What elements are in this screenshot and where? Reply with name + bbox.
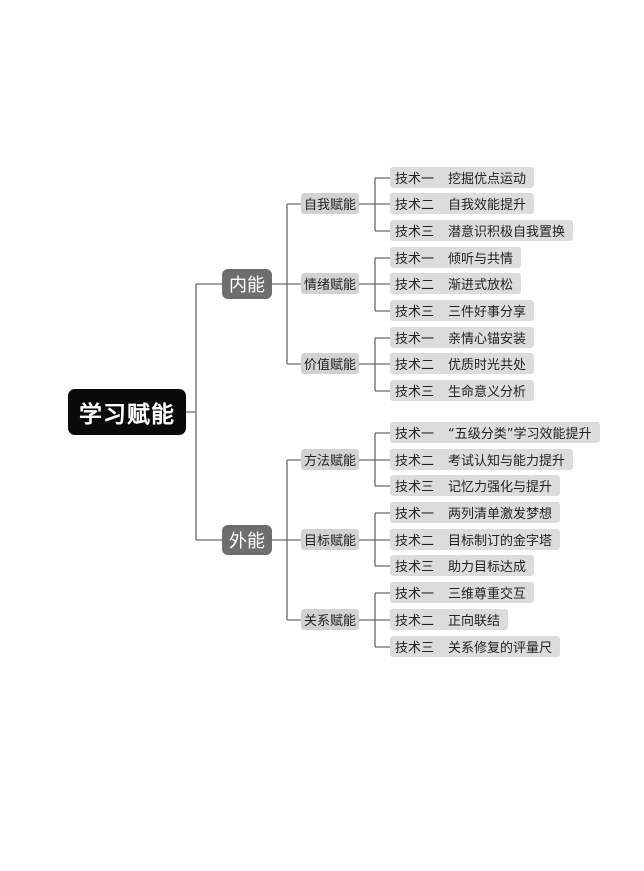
leaf-technique: 技术一三维尊重交互 xyxy=(390,582,535,603)
leaf-technique-number: 技术二 xyxy=(395,454,435,469)
leaf-technique-number: 技术三 xyxy=(395,641,435,656)
leaf-technique: 技术一倾听与共情 xyxy=(390,247,522,268)
leaf-technique-number: 技术三 xyxy=(395,560,435,575)
leaf-technique-number: 技术一 xyxy=(395,427,435,442)
leaf-technique: 技术三生命意义分析 xyxy=(390,380,535,401)
leaf-technique-text: 三维尊重交互 xyxy=(448,587,527,602)
branch-outer-energy: 外能 xyxy=(222,525,272,555)
leaf-technique-text: 优质时光共处 xyxy=(448,358,527,373)
leaf-technique-text: 自我效能提升 xyxy=(448,198,527,213)
leaf-technique-number: 技术一 xyxy=(395,172,435,187)
sub-value-empowerment: 价值赋能 xyxy=(301,353,359,374)
leaf-technique-number: 技术三 xyxy=(395,305,435,320)
leaf-technique-text: 关系修复的评量尺 xyxy=(448,641,553,656)
connector-line xyxy=(272,459,301,621)
leaf-technique: 技术二正向联结 xyxy=(390,609,509,630)
sub-method-empowerment: 方法赋能 xyxy=(301,449,359,470)
leaf-technique-text: 正向联结 xyxy=(448,614,501,629)
connector-line xyxy=(359,337,390,392)
leaf-technique-number: 技术一 xyxy=(395,332,435,347)
leaf-technique-number: 技术二 xyxy=(395,278,435,293)
leaf-technique-text: 三件好事分享 xyxy=(448,305,527,320)
leaf-technique: 技术二自我效能提升 xyxy=(390,193,535,214)
leaf-technique: 技术二渐进式放松 xyxy=(390,273,522,294)
root-node-learning-empowerment: 学习赋能 xyxy=(68,389,186,435)
leaf-technique: 技术三助力目标达成 xyxy=(390,555,535,576)
leaf-technique: 技术一两列清单激发梦想 xyxy=(390,502,561,523)
sub-emotion-empowerment: 情绪赋能 xyxy=(301,273,359,294)
leaf-technique: 技术二考试认知与能力提升 xyxy=(390,449,574,470)
leaf-technique-number: 技术二 xyxy=(395,358,435,373)
leaf-technique: 技术二优质时光共处 xyxy=(390,353,535,374)
leaf-technique-text: 两列清单激发梦想 xyxy=(448,507,553,522)
leaf-technique-number: 技术一 xyxy=(395,587,435,602)
leaf-technique-text: 渐进式放松 xyxy=(448,278,514,293)
leaf-technique: 技术一挖掘优点运动 xyxy=(390,167,535,188)
leaf-technique-number: 技术二 xyxy=(395,534,435,549)
leaf-technique-number: 技术三 xyxy=(395,225,435,240)
leaf-technique-text: 助力目标达成 xyxy=(448,560,527,575)
leaf-technique-text: 考试认知与能力提升 xyxy=(448,454,566,469)
connector-line xyxy=(272,203,301,365)
branch-inner-energy: 内能 xyxy=(222,269,272,299)
sub-self-empowerment: 自我赋能 xyxy=(301,193,359,214)
leaf-technique-text: 挖掘优点运动 xyxy=(448,172,527,187)
leaf-technique-number: 技术二 xyxy=(395,198,435,213)
connector-line xyxy=(359,512,390,567)
leaf-technique-number: 技术二 xyxy=(395,614,435,629)
leaf-technique: 技术三关系修复的评量尺 xyxy=(390,636,561,657)
connector-line xyxy=(359,592,390,648)
connector-line xyxy=(359,177,390,232)
leaf-technique-text: 倾听与共情 xyxy=(448,252,514,267)
connector-line xyxy=(359,257,390,312)
leaf-technique-number: 技术三 xyxy=(395,480,435,495)
leaf-technique-number: 技术一 xyxy=(395,507,435,522)
leaf-technique: 技术二目标制订的金字塔 xyxy=(390,529,561,550)
leaf-technique-text: 记忆力强化与提升 xyxy=(448,480,553,495)
connector-line xyxy=(359,432,390,487)
leaf-technique-text: 生命意义分析 xyxy=(448,385,527,400)
leaf-technique-text: “五级分类”学习效能提升 xyxy=(448,427,592,442)
connector-line xyxy=(186,283,222,541)
sub-goal-empowerment: 目标赋能 xyxy=(301,529,359,550)
leaf-technique: 技术三记忆力强化与提升 xyxy=(390,475,561,496)
leaf-technique: 技术三潜意识积极自我置换 xyxy=(390,220,574,241)
sub-relationship-empowerment: 关系赋能 xyxy=(301,609,359,630)
leaf-technique: 技术一 “五级分类”学习效能提升 xyxy=(390,422,600,443)
leaf-technique-text: 目标制订的金字塔 xyxy=(448,534,553,549)
leaf-technique-text: 亲情心锚安装 xyxy=(448,332,527,347)
leaf-technique: 技术一亲情心锚安装 xyxy=(390,327,535,348)
leaf-technique-text: 潜意识积极自我置换 xyxy=(448,225,566,240)
leaf-technique-number: 技术一 xyxy=(395,252,435,267)
leaf-technique-number: 技术三 xyxy=(395,385,435,400)
leaf-technique: 技术三三件好事分享 xyxy=(390,300,535,321)
